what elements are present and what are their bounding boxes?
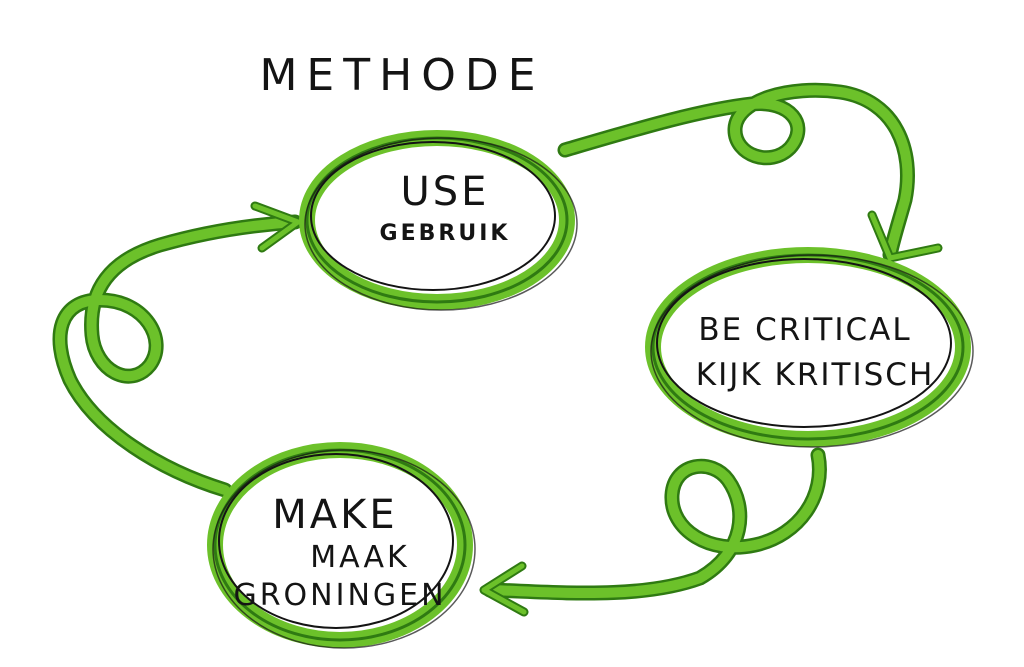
node-critical: BE CRITICAL KIJK KRITISCH <box>645 247 974 448</box>
node-critical-label: BE CRITICAL <box>698 312 911 348</box>
node-critical-sublabel: KIJK KRITISCH <box>696 357 935 393</box>
arrow-critical-to-make <box>479 447 827 617</box>
diagram-title: METHODE <box>259 50 544 101</box>
node-use-label: USE <box>401 169 490 215</box>
node-make-sublabel2: GRONINGEN <box>233 578 446 613</box>
node-make-sublabel: MAAK <box>310 540 409 575</box>
node-use-sublabel: GEBRUIK <box>380 221 511 246</box>
node-make-label: MAKE <box>272 492 397 538</box>
node-make: MAKE MAAK GRONINGEN <box>207 442 476 649</box>
node-use: USE GEBRUIK <box>299 130 578 311</box>
arrow-use-to-critical <box>557 82 943 263</box>
arrow-make-to-use <box>52 201 303 498</box>
